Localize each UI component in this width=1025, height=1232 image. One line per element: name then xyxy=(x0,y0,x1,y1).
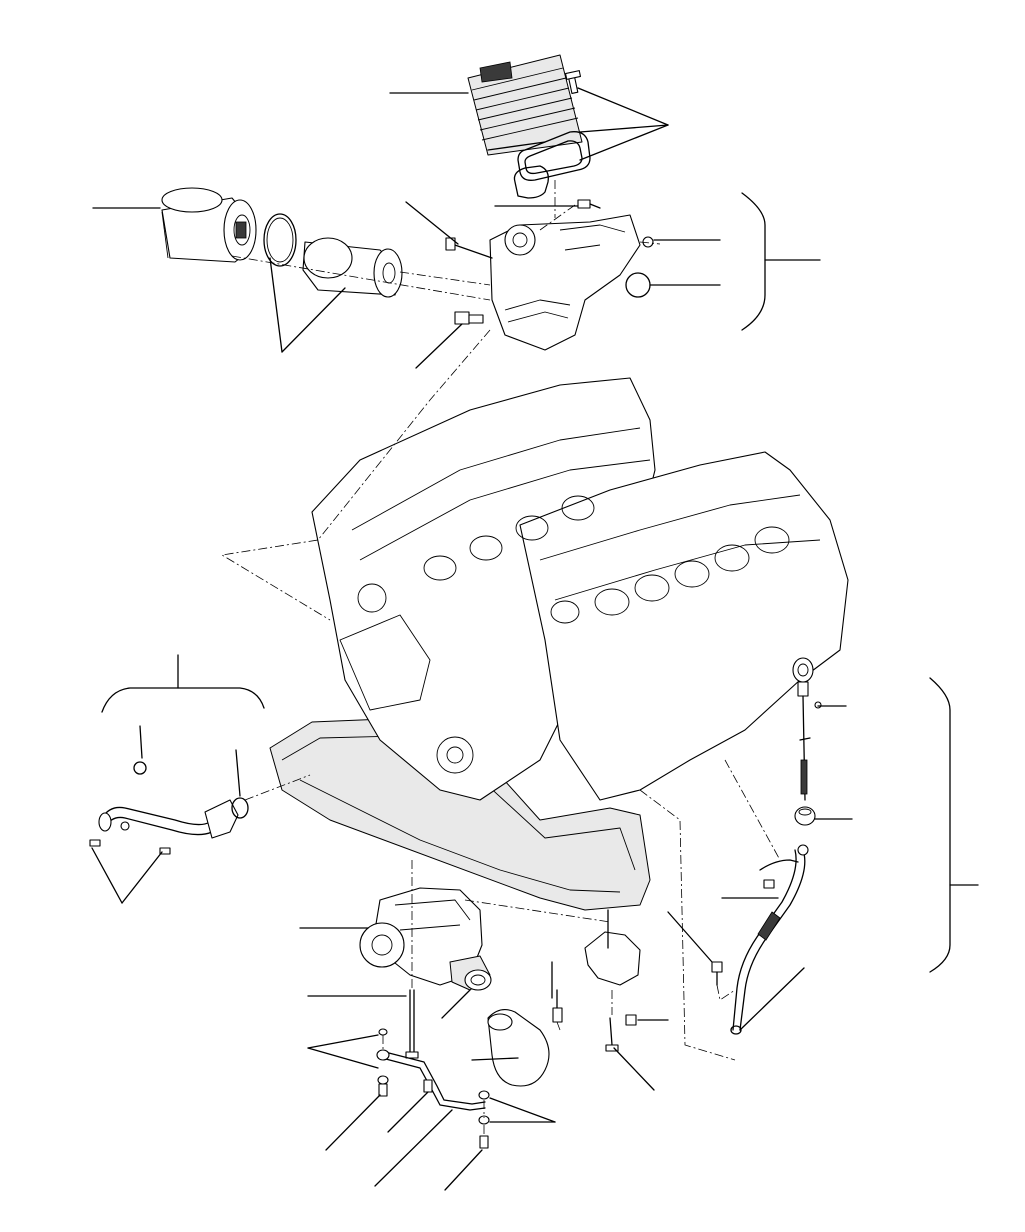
oil-return-pipe xyxy=(89,761,249,855)
oil-filter-o-ring xyxy=(263,213,297,267)
housing-bolt xyxy=(445,237,493,259)
oil-filter-housing-cap xyxy=(161,187,257,263)
housing-small-bolt xyxy=(577,199,601,209)
dipstick-tube xyxy=(730,844,809,1035)
oil-pickup xyxy=(487,1009,550,1087)
pump-outlet-pipe xyxy=(464,969,492,991)
dipstick-grommet xyxy=(794,806,816,826)
engine-block xyxy=(269,377,849,911)
oil-cooler-bolt xyxy=(564,70,582,94)
assembly-lines xyxy=(220,180,781,1135)
oil-dipstick xyxy=(792,657,822,801)
oil-pipe xyxy=(376,1049,486,1111)
tube-bolt xyxy=(711,961,723,986)
oil-pump xyxy=(359,887,491,991)
oil-filter-housing xyxy=(489,214,641,351)
oil-cooler xyxy=(467,54,583,156)
pump-long-bolt xyxy=(405,989,419,1059)
leader-lines xyxy=(91,87,979,1191)
pump-bracket xyxy=(584,931,641,1052)
oil-filter-element xyxy=(302,237,403,298)
pipe-bolts xyxy=(377,989,563,1149)
drain-plug xyxy=(454,311,484,325)
oil-cooler-gasket xyxy=(513,131,591,199)
